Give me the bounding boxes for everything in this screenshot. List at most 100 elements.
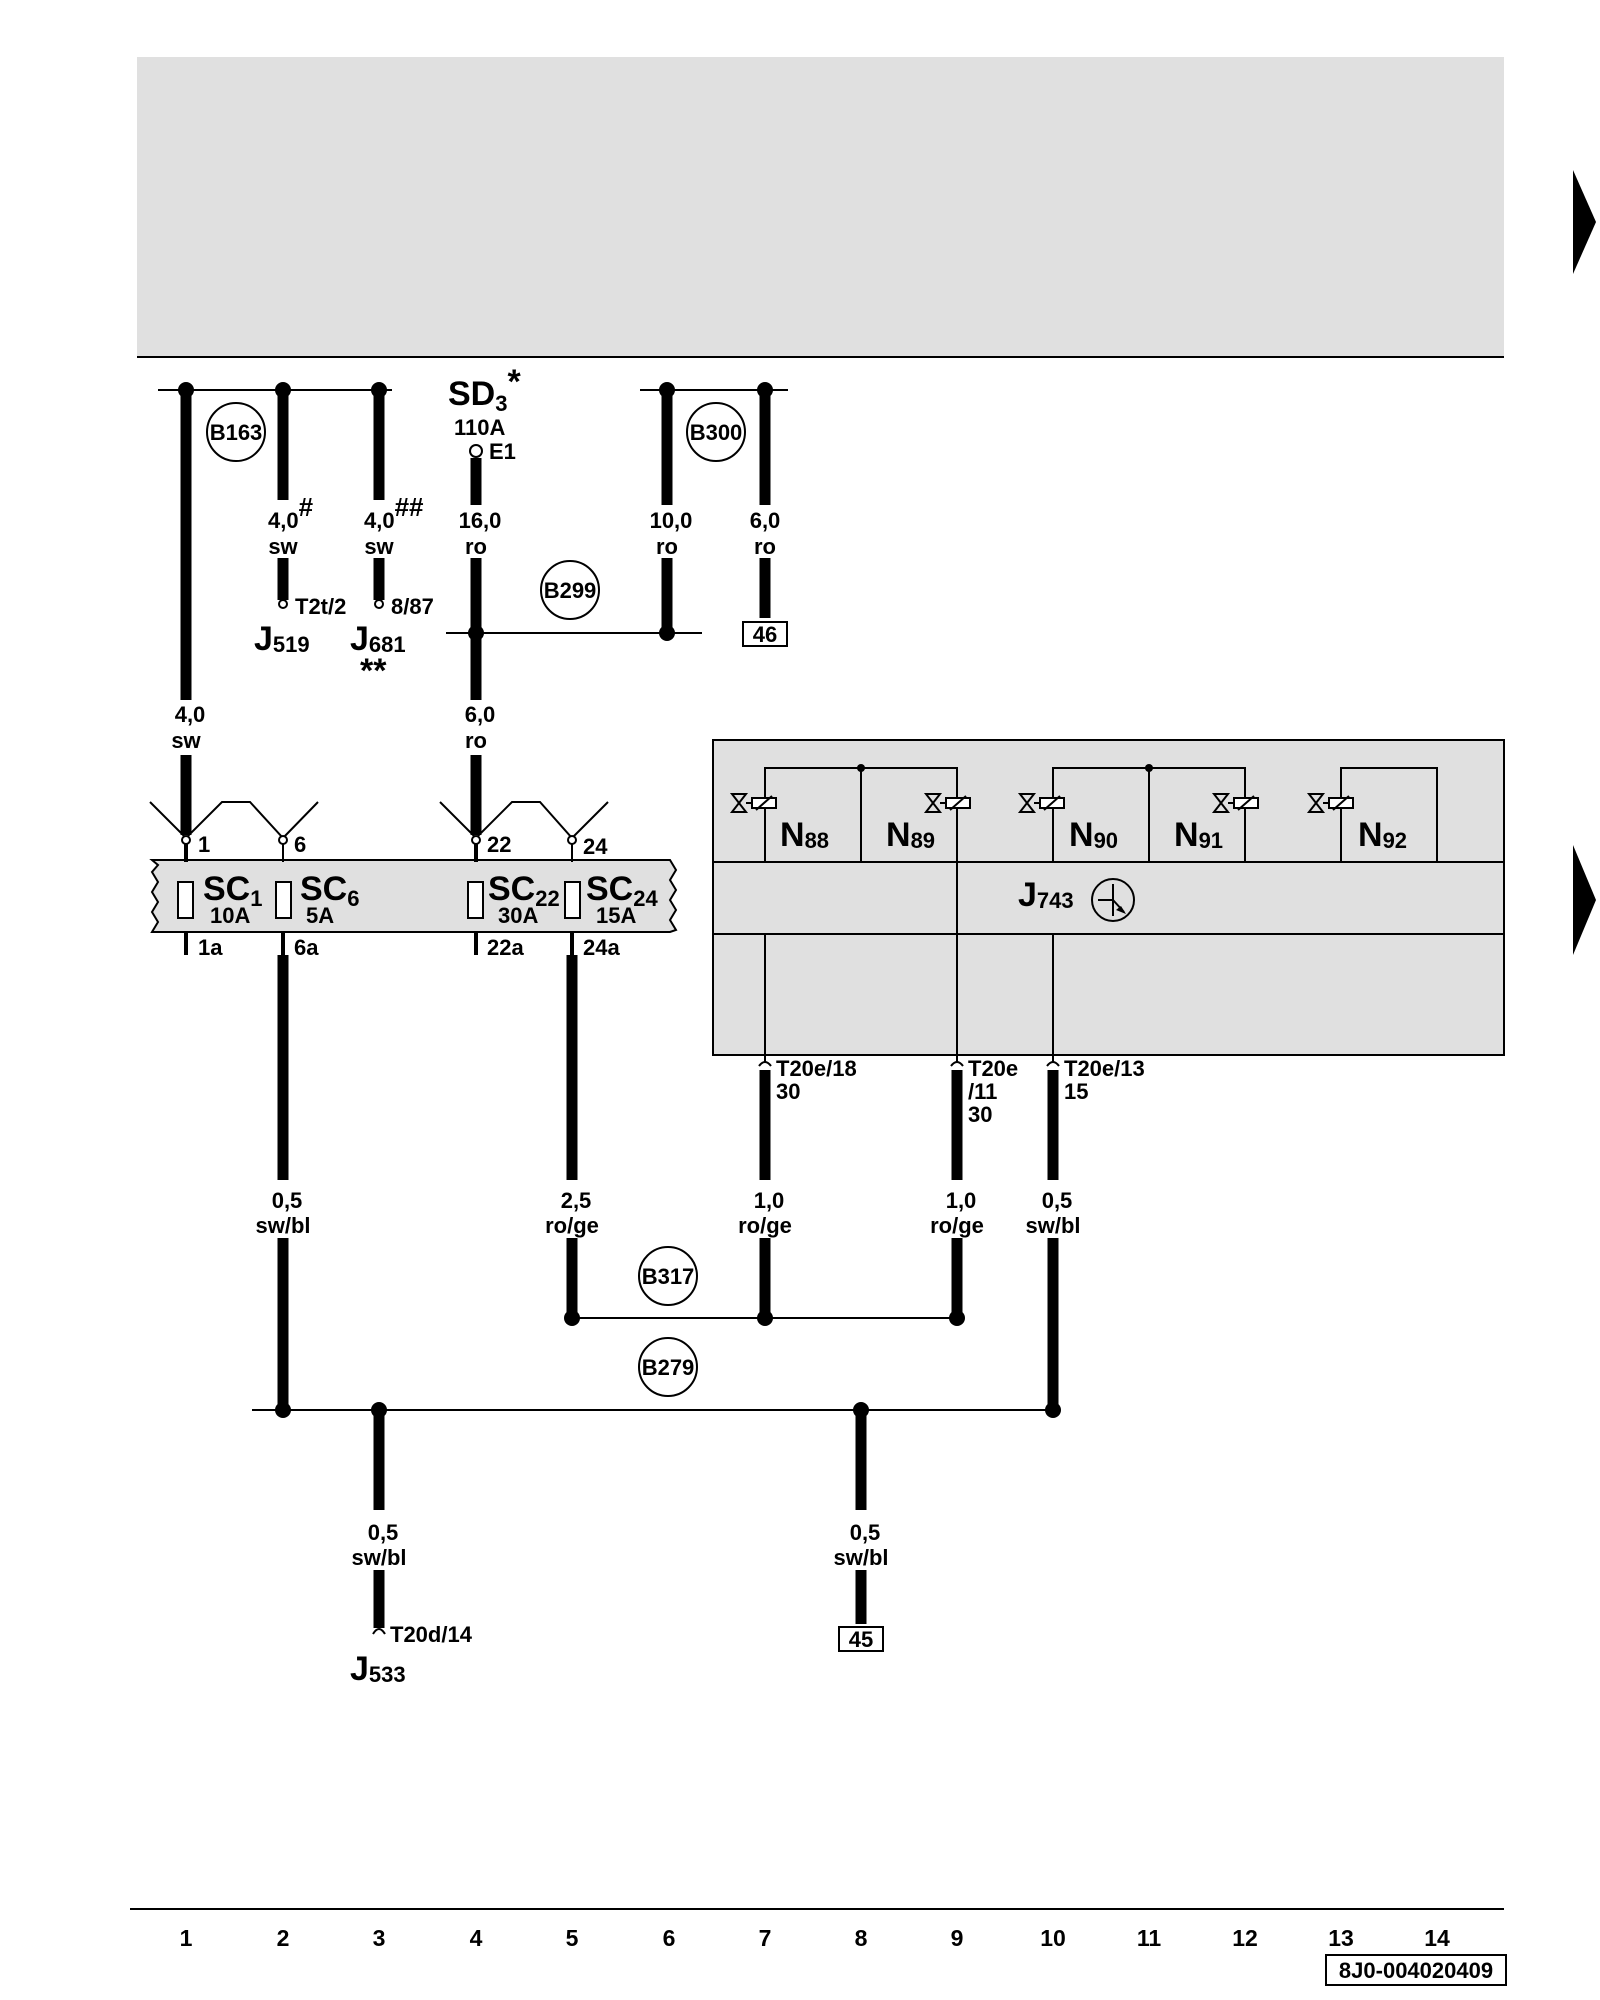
fuse-sc1-pin-out: 1a	[198, 935, 223, 960]
svg-text:2,5: 2,5	[561, 1188, 592, 1213]
svg-text:15: 15	[1064, 1079, 1088, 1104]
wire-label-col5-lower: 2,5 ro/ge	[545, 1188, 599, 1238]
reference-box-46[interactable]: 46	[742, 621, 788, 647]
wire-label-col7-lower: 1,0 ro/ge	[738, 1188, 792, 1238]
svg-text:sw/bl: sw/bl	[351, 1545, 406, 1570]
wire-label-col10-lower: 0,5 sw/bl	[1025, 1188, 1080, 1238]
continuation-arrow-top[interactable]	[1573, 170, 1596, 274]
connection-point-b317[interactable]: B317	[638, 1246, 698, 1306]
svg-text:4: 4	[470, 1925, 483, 1951]
fuse-sc6-pin-out: 6a	[294, 935, 319, 960]
svg-text:1,0: 1,0	[946, 1188, 977, 1213]
drawing-number-box: 8J0-004020409	[1325, 1954, 1507, 1986]
control-unit-j743-block[interactable]	[712, 739, 1505, 1056]
reference-box-45[interactable]: 45	[838, 1626, 884, 1652]
continuation-arrow-middle[interactable]	[1573, 845, 1596, 955]
fuse-sc6-label: SC6	[300, 870, 359, 911]
svg-text:T20e/13: T20e/13	[1064, 1056, 1145, 1081]
svg-text:sw: sw	[268, 534, 298, 559]
svg-text:30: 30	[968, 1102, 992, 1127]
valve-n88-symbol[interactable]	[729, 793, 777, 813]
valve-n92-label: N92	[1358, 816, 1407, 854]
wire-label-col2-lower: 0,5 sw/bl	[255, 1188, 310, 1238]
valve-n91-symbol[interactable]	[1211, 793, 1259, 813]
connector-t20e-terminals[interactable]	[758, 1061, 1060, 1067]
fuse-sd3-label: SD3* 110A E1	[448, 363, 521, 464]
connector-t20e-18-label: T20e/18 30	[776, 1056, 857, 1104]
wire-label-col4-mid: 6,0 ro	[465, 702, 496, 753]
junction-b279-col10	[1045, 1402, 1061, 1418]
fuse-sc6-symbol[interactable]	[275, 881, 292, 919]
svg-text:10,0: 10,0	[650, 508, 693, 533]
svg-text:ro: ro	[656, 534, 678, 559]
valve-n92-symbol[interactable]	[1306, 793, 1354, 813]
svg-text:10: 10	[1040, 1925, 1066, 1951]
fuse-sc24-label: SC24	[586, 870, 658, 911]
fuse-sc24-symbol[interactable]	[564, 881, 581, 919]
wire-label-col6: 10,0 ro	[650, 508, 693, 559]
fuse-sc22-symbol[interactable]	[467, 881, 484, 919]
header-shaded-area	[137, 57, 1504, 357]
svg-text:4,0#: 4,0#	[268, 492, 314, 533]
control-unit-icon	[1091, 878, 1135, 922]
connector-t8-label: 8/87	[391, 594, 434, 619]
svg-text:0,5: 0,5	[368, 1520, 399, 1545]
connection-point-b163[interactable]: B163	[206, 402, 266, 462]
connection-point-label: B300	[690, 420, 743, 445]
fuse-sc24-rating: 15A	[596, 903, 636, 928]
connection-point-label: B279	[642, 1355, 695, 1380]
svg-text:45: 45	[849, 1627, 873, 1652]
fuse-sc22-pin-out: 22a	[487, 935, 524, 960]
svg-text:SD3*: SD3*	[448, 363, 521, 416]
fuse-sc1-rating: 10A	[210, 903, 250, 928]
connection-point-b300[interactable]: B300	[686, 402, 746, 462]
svg-text:sw/bl: sw/bl	[255, 1213, 310, 1238]
svg-text:sw: sw	[171, 728, 201, 753]
fuse-sc1-symbol[interactable]	[177, 881, 194, 919]
svg-text:46: 46	[753, 622, 777, 647]
component-j681[interactable]: J681	[350, 620, 406, 658]
svg-text:6: 6	[663, 1925, 676, 1951]
junction-col7-top	[757, 382, 773, 398]
svg-text:16,0: 16,0	[459, 508, 502, 533]
junction-b317-col9	[949, 1310, 965, 1326]
valve-n90-symbol[interactable]	[1017, 793, 1065, 813]
component-j519[interactable]: J519	[254, 620, 310, 658]
svg-text:sw: sw	[364, 534, 394, 559]
connector-t20e-11-label: T20e /11 30	[968, 1056, 1018, 1127]
svg-text:1,0: 1,0	[754, 1188, 785, 1213]
column-numbers: 1 2 3 4 5 6 7 8 9 10 11 12 13 14	[180, 1925, 1450, 1951]
svg-text:2: 2	[277, 1925, 290, 1951]
connection-point-label: B163	[210, 420, 263, 445]
fuse-sd3-rating: 110A	[454, 415, 505, 440]
svg-text:T20e: T20e	[968, 1056, 1018, 1081]
svg-text:8J0-004020409: 8J0-004020409	[1339, 1958, 1493, 1983]
svg-text:3: 3	[373, 1925, 386, 1951]
connection-point-b299[interactable]: B299	[540, 560, 600, 620]
fuse-sc24-pin-in: 24	[583, 834, 608, 859]
junction-col6-top	[659, 382, 675, 398]
connector-t20d[interactable]	[372, 1628, 386, 1635]
svg-text:ro/ge: ro/ge	[930, 1213, 984, 1238]
valve-n89-symbol[interactable]	[923, 793, 971, 813]
svg-text:6,0: 6,0	[465, 702, 496, 727]
fuse-sc1-label: SC1	[203, 870, 262, 911]
connection-point-b279[interactable]: B279	[638, 1337, 698, 1397]
fuse-sc6-pin-in: 6	[294, 832, 306, 857]
component-j533[interactable]: J533	[350, 1650, 406, 1688]
connector-t8[interactable]	[374, 599, 384, 609]
svg-text:sw/bl: sw/bl	[1025, 1213, 1080, 1238]
connector-t2t[interactable]	[278, 599, 288, 609]
wire-label-col1: 4,0 sw	[171, 702, 205, 753]
wire-label-col9-lower: 1,0 ro/ge	[930, 1188, 984, 1238]
svg-text:0,5: 0,5	[272, 1188, 303, 1213]
connection-point-label: B317	[642, 1264, 695, 1289]
junction-col3-top	[371, 382, 387, 398]
valve-n91-label: N91	[1174, 816, 1223, 854]
svg-text:ro/ge: ro/ge	[545, 1213, 599, 1238]
junction-col2-top	[275, 382, 291, 398]
fuse-sd3-terminal[interactable]	[469, 444, 483, 458]
svg-text:ro: ro	[465, 534, 487, 559]
svg-text:6,0: 6,0	[750, 508, 781, 533]
svg-text:14: 14	[1424, 1925, 1450, 1951]
